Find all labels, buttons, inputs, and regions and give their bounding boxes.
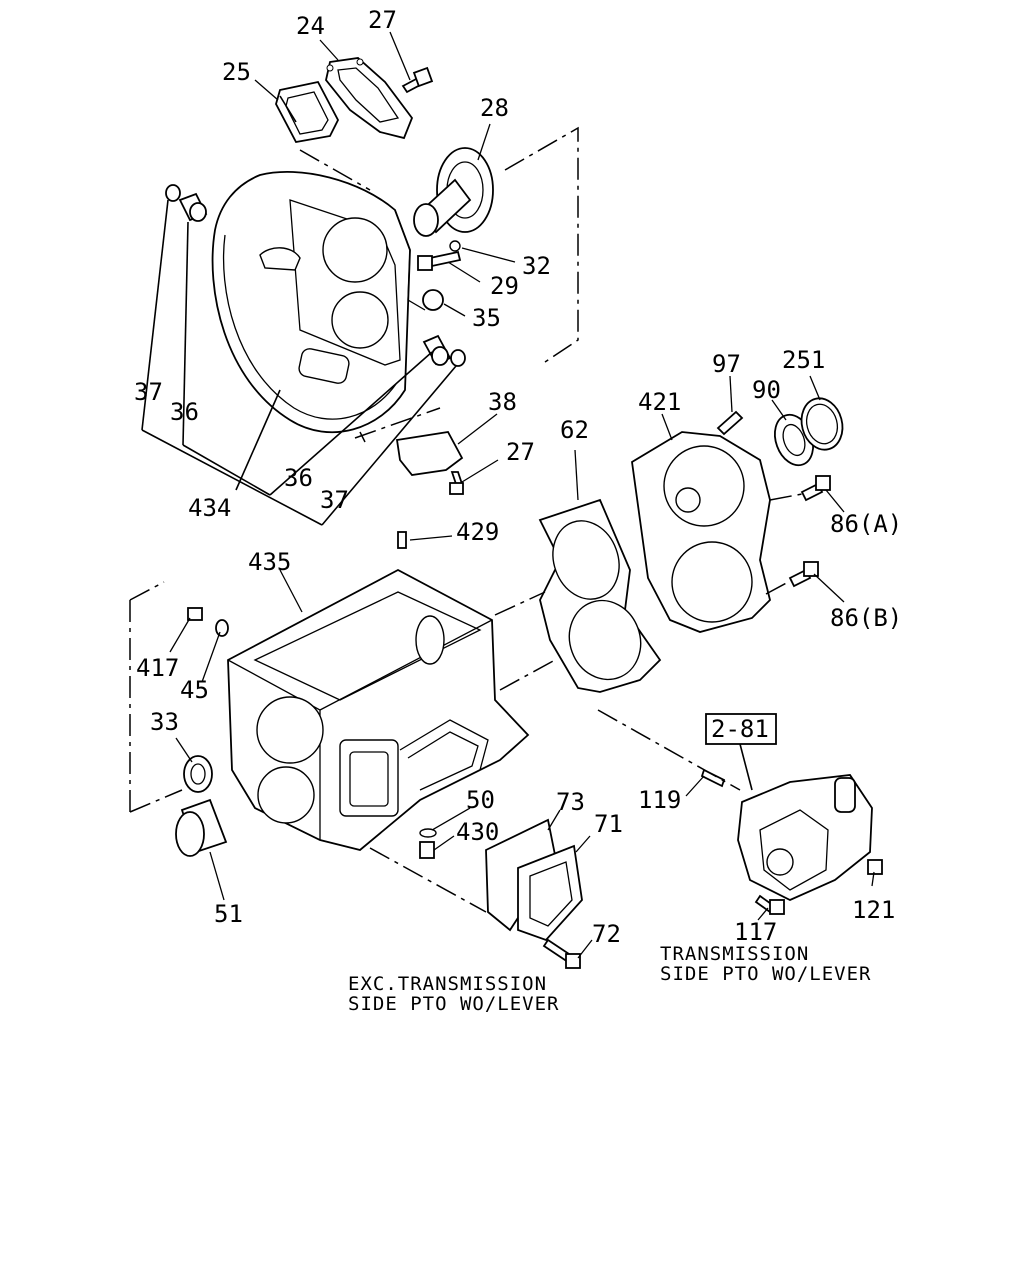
plug-35: [422, 289, 444, 311]
transmission-case-435: [227, 568, 530, 851]
callout-421[interactable]: 421: [638, 388, 681, 416]
cover-plate-24: [325, 57, 414, 140]
note-exc-line1: EXC.TRANSMISSION: [348, 973, 547, 995]
notes: EXC.TRANSMISSION SIDE PTO WO/LEVER TRANS…: [348, 943, 871, 1015]
callout-86b[interactable]: 86(B): [830, 604, 902, 632]
nut-121: [867, 859, 883, 875]
callout-251[interactable]: 251: [782, 346, 825, 374]
note-with-line2: SIDE PTO WO/LEVER: [660, 963, 871, 985]
gasket-25: [275, 80, 340, 144]
callout-45[interactable]: 45: [180, 676, 209, 704]
callout-38[interactable]: 38: [488, 388, 517, 416]
pto-assembly-2-81: [737, 774, 873, 901]
callout-27-lower[interactable]: 27: [506, 438, 535, 466]
callout-32[interactable]: 32: [522, 252, 551, 280]
note-with-line1: TRANSMISSION: [660, 943, 809, 965]
bushing-37-right: [450, 349, 466, 367]
callout-73[interactable]: 73: [556, 788, 585, 816]
callouts: 24 27 25 28 32 29 35 37 36 434 36 37 38 …: [134, 6, 902, 948]
bearing-retainer-28: [413, 147, 494, 237]
drain-plug-430: [419, 841, 435, 859]
housing-421: [631, 431, 771, 633]
leader-lines: [169, 31, 875, 959]
callout-72[interactable]: 72: [592, 920, 621, 948]
callout-71[interactable]: 71: [594, 810, 623, 838]
callout-33[interactable]: 33: [150, 708, 179, 736]
bolt-72: [542, 938, 581, 969]
callout-50[interactable]: 50: [466, 786, 495, 814]
callout-119[interactable]: 119: [638, 786, 681, 814]
callout-27-top[interactable]: 27: [368, 6, 397, 34]
callout-37-left[interactable]: 37: [134, 378, 163, 406]
stud-97: [716, 410, 744, 436]
bolt-27-lower: [449, 471, 464, 495]
reference-box-2-81: [705, 713, 777, 745]
bolt-86b: [788, 561, 819, 588]
stud-119: [700, 768, 726, 788]
callout-28[interactable]: 28: [480, 94, 509, 122]
callout-37-right[interactable]: 37: [320, 486, 349, 514]
callout-434[interactable]: 434: [188, 494, 231, 522]
bolt-27-top: [401, 66, 434, 94]
callout-117[interactable]: 117: [734, 918, 777, 946]
callout-86a[interactable]: 86(A): [830, 510, 902, 538]
callout-24[interactable]: 24: [296, 12, 325, 40]
flywheel-housing-434: [211, 171, 426, 434]
bushing-36-left: [178, 192, 208, 222]
washer-45: [215, 619, 229, 637]
callout-25[interactable]: 25: [222, 58, 251, 86]
cap-51: [175, 798, 228, 857]
bolt-86a: [800, 475, 831, 502]
oring-32: [449, 240, 461, 252]
callout-90[interactable]: 90: [752, 376, 781, 404]
note-exc-line2: SIDE PTO WO/LEVER: [348, 993, 559, 1015]
ring-251: [800, 397, 844, 451]
seal-33: [183, 755, 213, 793]
callout-429[interactable]: 429: [456, 518, 499, 546]
callout-430[interactable]: 430: [456, 818, 499, 846]
cover-71: [517, 844, 583, 942]
callout-435[interactable]: 435: [248, 548, 291, 576]
callout-62[interactable]: 62: [560, 416, 589, 444]
callout-35[interactable]: 35: [472, 304, 501, 332]
callout-36-right[interactable]: 36: [284, 464, 313, 492]
oring-50: [419, 828, 437, 838]
bolt-29: [417, 250, 462, 271]
bushing-37-left: [165, 184, 181, 202]
callout-36-left[interactable]: 36: [170, 398, 199, 426]
cover-38: [395, 431, 464, 476]
callout-121[interactable]: 121: [852, 896, 895, 924]
callout-51[interactable]: 51: [214, 900, 243, 928]
reference-box-label[interactable]: 2-81: [711, 715, 769, 743]
callout-97[interactable]: 97: [712, 350, 741, 378]
callout-29[interactable]: 29: [490, 272, 519, 300]
plug-417: [187, 607, 203, 621]
bolt-117: [754, 894, 785, 915]
bushing-36-right: [422, 334, 452, 366]
pin-429: [397, 531, 407, 549]
callout-417[interactable]: 417: [136, 654, 179, 682]
